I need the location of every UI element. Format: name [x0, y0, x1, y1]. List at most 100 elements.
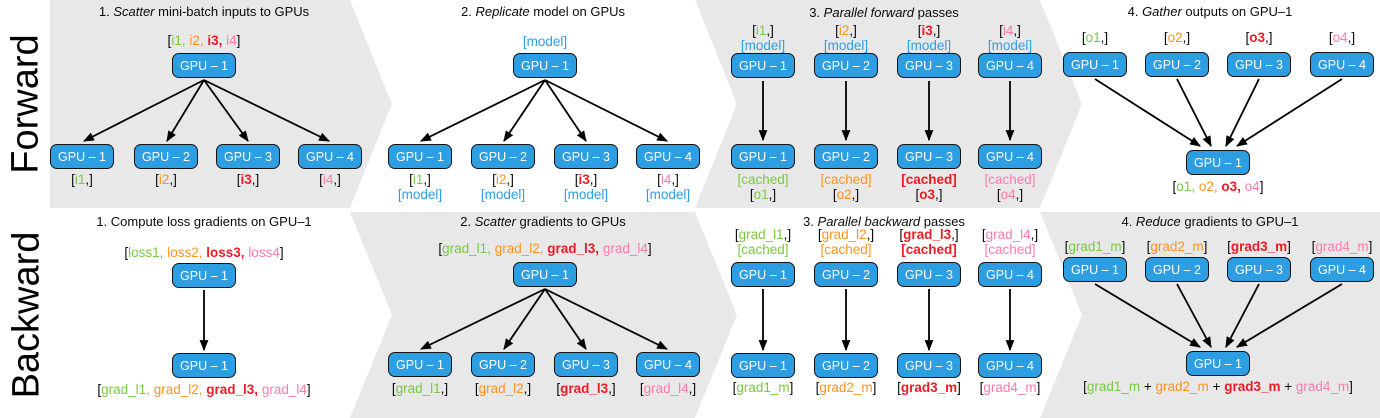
gpu-box: GPU – 2: [1145, 52, 1209, 77]
label-gradl-list: [grad_l1, grad_l2, grad_l3, grad_l4]: [97, 382, 311, 397]
gpu-box: GPU – 1: [388, 144, 452, 169]
label-gradm3: [grad3_m]: [1227, 239, 1291, 254]
gpu-box: GPU – 4: [636, 144, 700, 169]
label-cached: [cached]: [984, 242, 1036, 257]
title-forward-4: 4. Gather outputs on GPU–1: [1127, 4, 1293, 19]
gpu-box: GPU – 1: [513, 53, 577, 78]
label-gradl3: [grad_l3,]: [899, 227, 959, 242]
label-model: [model]: [987, 38, 1033, 53]
gpu-box: GPU – 1: [50, 144, 114, 169]
gpu-box: GPU – 3: [897, 53, 961, 78]
label-gradl1: [grad_l1,]: [391, 381, 449, 396]
label-gradl-list: [grad_l1, grad_l2, grad_l3, grad_l4]: [438, 241, 652, 256]
panel-backward-3: [695, 212, 1082, 418]
gpu-box: GPU – 3: [1227, 52, 1291, 77]
gpu-box: GPU – 1: [731, 144, 795, 169]
label-cached: [cached]: [984, 172, 1036, 187]
label-gradm4: [grad4_m]: [979, 380, 1041, 395]
title-forward-1: 1. Scatter mini-batch inputs to GPUs: [98, 4, 310, 19]
label-i3: [i3,]: [236, 172, 260, 187]
gpu-box: GPU – 4: [1310, 257, 1374, 282]
label-model: [model]: [906, 38, 952, 53]
label-model: [model]: [645, 187, 691, 202]
label-o1: [o1,]: [1081, 30, 1109, 45]
gpu-box: GPU – 1: [172, 263, 236, 288]
label-o2: [o2,]: [1163, 30, 1191, 45]
label-model: [model]: [823, 38, 869, 53]
label-o4: [o4,]: [1328, 30, 1356, 45]
gpu-box: GPU – 3: [1227, 257, 1291, 282]
title-backward-1: 1. Compute loss gradients on GPU–1: [96, 214, 312, 229]
title-backward-2: 2. Scatter gradients to GPUs: [460, 214, 626, 229]
label-gradl4: [grad_l4,]: [981, 227, 1039, 242]
panel-forward-3: [695, 0, 1082, 208]
label-input-list: [i1, i2, i3, i4]: [167, 33, 241, 48]
gpu-box: GPU – 2: [814, 262, 878, 287]
label-i4: [i4,]: [657, 172, 679, 187]
gpu-box: GPU – 2: [1145, 257, 1209, 282]
label-model: [model]: [563, 187, 609, 202]
label-model: [model]: [740, 38, 786, 53]
row-label-forward: Forward: [5, 34, 47, 174]
label-gradm2: [grad2_m]: [1146, 239, 1208, 254]
label-model: [model]: [480, 187, 526, 202]
label-output-list: [o1, o2, o3, o4]: [1172, 179, 1264, 194]
label-model: [model]: [522, 34, 568, 49]
gpu-box: GPU – 3: [897, 144, 961, 169]
gpu-box: GPU – 4: [978, 262, 1042, 287]
label-i1: [i1,]: [752, 23, 774, 38]
gpu-box: GPU – 1: [172, 53, 236, 78]
gpu-box: GPU – 1: [1063, 257, 1127, 282]
label-cached: [cached]: [737, 172, 789, 187]
panel-forward-2: [350, 0, 737, 208]
gpu-box: GPU – 1: [1186, 150, 1250, 175]
gpu-box: GPU – 1: [1186, 351, 1250, 376]
gpu-box: GPU – 4: [978, 144, 1042, 169]
panel-backward-1: [50, 212, 392, 418]
label-gradm3: [grad3_m]: [897, 380, 961, 395]
gpu-box: GPU – 1: [731, 53, 795, 78]
label-gradm-sum: [grad1_m + grad2_m + grad3_m + grad4_m]: [1083, 379, 1353, 394]
label-o3: [o3,]: [915, 187, 943, 202]
title-backward-3: 3. Parallel backward passes: [803, 214, 965, 229]
label-i4: [i4,]: [319, 172, 341, 187]
label-o4: [o4,]: [996, 187, 1024, 202]
gpu-box: GPU – 2: [471, 352, 535, 377]
label-gradl3: [grad_l3,]: [556, 381, 616, 396]
label-o2: [o2,]: [832, 187, 860, 202]
gpu-box: GPU – 3: [554, 352, 618, 377]
gpu-box: GPU – 3: [216, 144, 280, 169]
gpu-box: GPU – 2: [814, 144, 878, 169]
gpu-box: GPU – 1: [172, 353, 236, 378]
label-loss-list: [loss1, loss2, loss3, loss4]: [124, 245, 284, 260]
label-i3: [i3,]: [574, 172, 598, 187]
label-cached: [cached]: [901, 172, 957, 187]
label-cached: [cached]: [737, 242, 789, 257]
label-gradm1: [grad1_m]: [732, 380, 794, 395]
label-i1: [i1,]: [409, 172, 431, 187]
gpu-box: GPU – 4: [978, 53, 1042, 78]
gpu-box: GPU – 3: [897, 262, 961, 287]
row-label-backward: Backward: [5, 231, 47, 399]
label-gradl4: [grad_l4,]: [639, 381, 697, 396]
label-gradm1: [grad1_m]: [1064, 239, 1126, 254]
gpu-box: GPU – 2: [471, 144, 535, 169]
label-i1: [i1,]: [71, 172, 93, 187]
label-gradl2: [grad_l2,]: [474, 381, 532, 396]
gpu-box: GPU – 1: [513, 262, 577, 287]
label-i3: [i3,]: [917, 23, 941, 38]
gpu-box: GPU – 3: [554, 144, 618, 169]
gpu-box: GPU – 1: [1063, 52, 1127, 77]
gpu-box: GPU – 1: [731, 262, 795, 287]
label-cached: [cached]: [901, 242, 957, 257]
label-i2: [i2,]: [835, 23, 857, 38]
label-i2: [i2,]: [492, 172, 514, 187]
gpu-box: GPU – 4: [1310, 52, 1374, 77]
gpu-box: GPU – 4: [978, 353, 1042, 378]
label-gradl1: [grad_l1,]: [734, 227, 792, 242]
gpu-box: GPU – 2: [814, 53, 878, 78]
gpu-box: GPU – 1: [388, 352, 452, 377]
label-o3: [o3,]: [1245, 30, 1273, 45]
label-gradm2: [grad2_m]: [815, 380, 877, 395]
